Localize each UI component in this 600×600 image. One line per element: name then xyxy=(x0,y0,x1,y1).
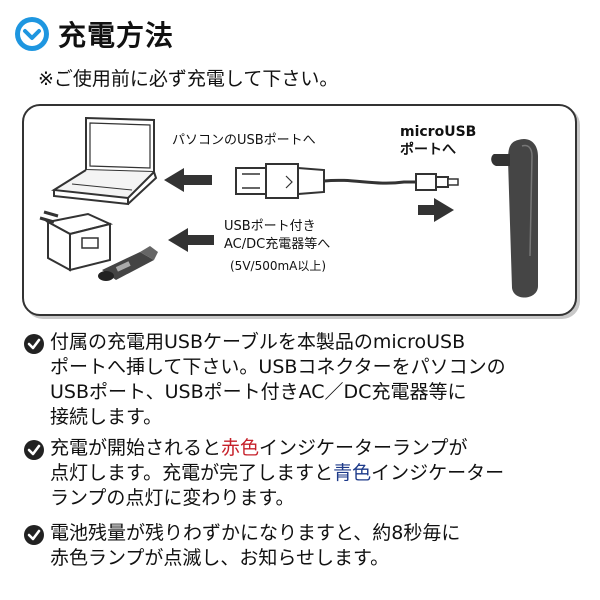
arrow-right-icon xyxy=(418,198,454,222)
instruction-item: 充電が開始されると赤色インジケーターランプが 点灯します。充電が完了しますと青色… xyxy=(24,436,584,511)
charging-diagram: パソコンのUSBポートへ USBポート付き AC/DC充電器等へ (5V/500… xyxy=(22,104,577,316)
text-line: 電池残量が残りわずかになりますと、約8秒毎に xyxy=(50,522,461,544)
page-title: 充電方法 xyxy=(58,19,175,52)
text-line: ランプの点灯に変わります。 xyxy=(50,487,295,509)
notice-text: ※ご使用前に必ず充電して下さい。 xyxy=(38,68,339,90)
red-highlight: 赤色 xyxy=(221,437,260,459)
arrow-left-icon xyxy=(164,168,214,252)
pc-usb-label: パソコンのUSBポートへ xyxy=(172,133,316,148)
usb-charger-label-line2: AC/DC充電器等へ xyxy=(224,237,331,252)
chevron-down-circle-icon xyxy=(15,17,49,51)
text-line: 充電が開始されると赤色インジケーターランプが xyxy=(50,437,468,459)
instruction-text: 電池残量が残りわずかになりますと、約8秒毎に 赤色ランプが点滅し、お知らせします… xyxy=(50,521,460,571)
diagram-illustration xyxy=(39,116,538,298)
bluetooth-headset-icon xyxy=(491,138,538,298)
usb-charger-label-line1: USBポート付き xyxy=(224,219,316,234)
text-line: USBポート、USBポート付きAC／DC充電器等に xyxy=(50,381,467,403)
text-line: 赤色ランプが点滅し、お知らせします。 xyxy=(50,547,390,569)
instruction-text: 付属の充電用USBケーブルを本製品のmicroUSB ポートへ挿して下さい。US… xyxy=(50,330,506,430)
usb-spec-label: (5V/500mA以上) xyxy=(230,259,327,273)
text-line: 付属の充電用USBケーブルを本製品のmicroUSB xyxy=(50,331,466,353)
micro-usb-label-line1: microUSB xyxy=(400,124,477,140)
section-heading: 充電方法 xyxy=(14,14,174,54)
text-line: ポートへ挿して下さい。USBコネクターをパソコンの xyxy=(50,356,506,378)
instruction-item: 付属の充電用USBケーブルを本製品のmicroUSB ポートへ挿して下さい。US… xyxy=(24,330,584,430)
instruction-item: 電池残量が残りわずかになりますと、約8秒毎に 赤色ランプが点滅し、お知らせします… xyxy=(24,521,584,571)
car-charger-icon xyxy=(98,246,158,281)
instruction-text: 充電が開始されると赤色インジケーターランプが 点灯します。充電が完了しますと青色… xyxy=(50,436,504,511)
text-line: 接続します。 xyxy=(50,406,163,428)
laptop-icon xyxy=(51,116,158,206)
check-circle-icon xyxy=(24,525,44,545)
micro-usb-label-line2: ポートへ xyxy=(400,142,456,158)
text-line: 点灯します。充電が完了しますと青色インジケーター xyxy=(50,462,505,484)
check-circle-icon xyxy=(24,334,44,354)
usb-cable-icon xyxy=(235,163,459,199)
blue-highlight: 青色 xyxy=(333,462,372,484)
check-circle-icon xyxy=(24,440,44,460)
ac-adapter-icon xyxy=(39,210,114,272)
